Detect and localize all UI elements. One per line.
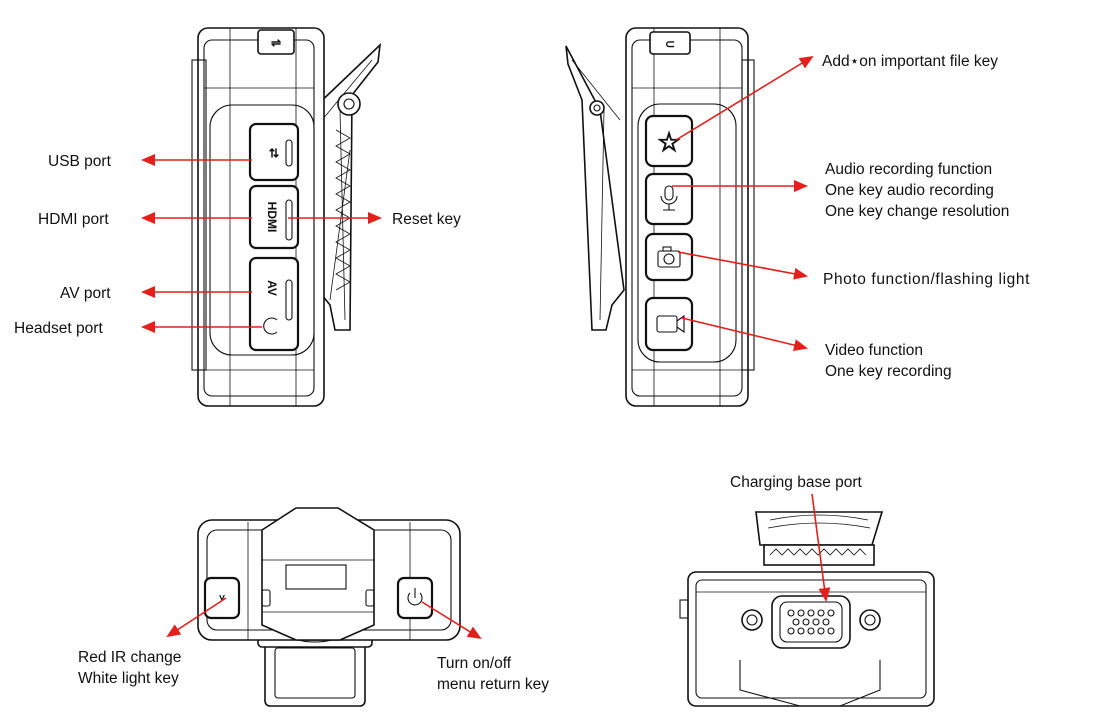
video-label-line1: Video function [825,342,923,359]
ir-label-line1: Red IR change [78,649,181,666]
video-key [644,296,694,352]
photo-key [644,232,694,282]
svg-text:⊂: ⊂ [665,37,675,51]
charging-base-port-label: Charging base port [730,474,863,491]
right-side-view: ⊂ ☆ [565,27,755,407]
audio-label-line2: One key audio recording [825,182,994,199]
hdmi-port-label: HDMI port [38,211,109,228]
svg-text:⇌: ⇌ [271,36,281,50]
av-button-label: AV [265,280,279,296]
microphone-icon [660,185,678,211]
usb-port-label: USB port [48,153,112,170]
star-icon: ☆ [657,128,680,158]
left-side-view: ⇌ ⇄ HDMI AV [191,27,382,407]
annotation-arrows [141,55,831,640]
hdmi-button-label: HDMI [265,202,279,233]
svg-text:⇄: ⇄ [267,148,281,158]
charging-connector [771,595,851,649]
power-label-line1: Turn on/off [437,655,512,672]
av-port-cover [248,256,300,352]
video-camera-icon [656,314,685,334]
reset-key-label: Reset key [392,211,461,228]
power-icon [407,588,423,606]
ir-label-line2: White light key [78,670,179,687]
audio-key [644,172,694,226]
important-file-key [644,114,694,168]
camera-icon [657,246,681,268]
ir-white-light-key [203,576,241,620]
av-port-label: AV port [60,285,111,302]
usb-port-cover [248,122,300,182]
labels: USB port HDMI port Reset key AV port Hea… [14,53,1030,693]
audio-label-line1: Audio recording function [825,161,992,178]
important-file-key-label: Add⋆on important file key [822,53,998,70]
headset-port-label: Headset port [14,320,103,337]
top-view: ⱽ [197,507,461,707]
video-label-line2: One key recording [825,363,952,380]
photo-label: Photo function/flashing light [823,271,1030,288]
audio-label-line3: One key change resolution [825,203,1009,220]
bottom-view [679,511,935,707]
power-label-line2: menu return key [437,676,549,693]
connector-pins [787,609,835,635]
